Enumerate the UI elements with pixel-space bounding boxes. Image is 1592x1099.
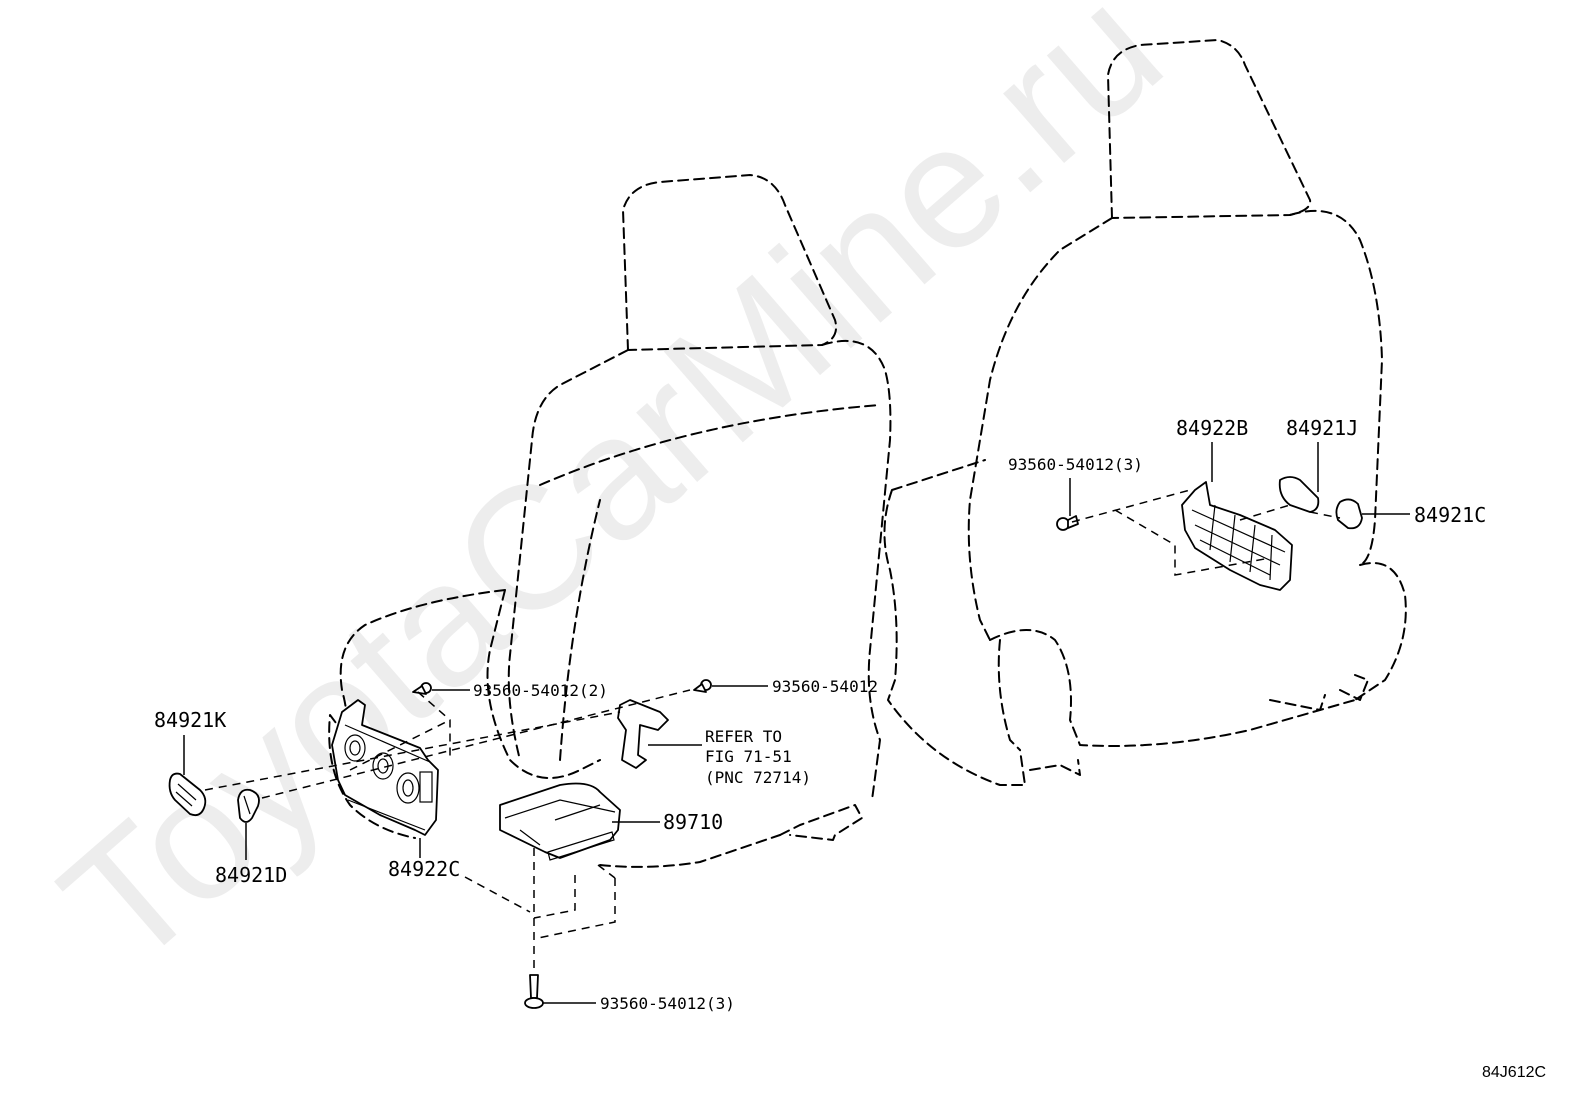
left-seat-skirt [779,804,863,841]
screw-left-a [412,682,432,695]
left-seat-backrest-panel [539,404,881,761]
assembly-lines [204,489,1341,968]
label-refer-line3: (PNC 72714) [705,768,811,787]
diagram-code: 84J612C [1482,1064,1546,1081]
knob-84921J [1278,476,1320,513]
label-84922B: 84922B [1176,416,1248,440]
label-refer-line2: FIG 71-51 [705,747,792,766]
label-84921C: 84921C [1414,503,1486,527]
knob-84921C [1335,498,1363,530]
right-seat-side [883,459,1026,786]
label-84921K: 84921K [154,708,226,732]
left-seat-backrest [507,339,892,801]
bracket-reference [617,699,669,769]
label-84921D: 84921D [215,863,287,887]
right-seat-outline [883,39,1407,786]
right-seat-headrest [1107,39,1312,219]
module-89710 [499,782,621,861]
label-screw-right: 93560-54012(3) [1008,455,1143,474]
watermark-text: ToyotaCarMine.ru [27,0,1197,1004]
label-screw-bottom: 93560-54012(3) [600,994,735,1013]
label-screw-left-2: 93560-54012(2) [473,681,608,700]
right-seat-lower-back [989,562,1407,747]
screw-left-b [693,679,712,693]
screw-right [1056,515,1079,531]
label-89710: 89710 [663,810,723,834]
right-seat-feet [1029,674,1369,776]
left-seat-outline [328,174,892,868]
label-84922C: 84922C [388,857,460,881]
left-seat-base [599,834,781,868]
label-screw-left-1: 93560-54012 [772,677,878,696]
left-seat-headrest [622,174,838,351]
screw-bottom [524,974,544,1009]
knob-84921K [168,772,207,817]
left-seat-cushion [328,589,601,839]
label-84921J: 84921J [1286,416,1358,440]
right-seat-backrest [967,209,1383,641]
switch-panel-84922B [1181,481,1293,591]
leader-lines [183,442,1410,1004]
label-refer-line1: REFER TO [705,727,782,746]
knob-84921D [237,788,260,823]
